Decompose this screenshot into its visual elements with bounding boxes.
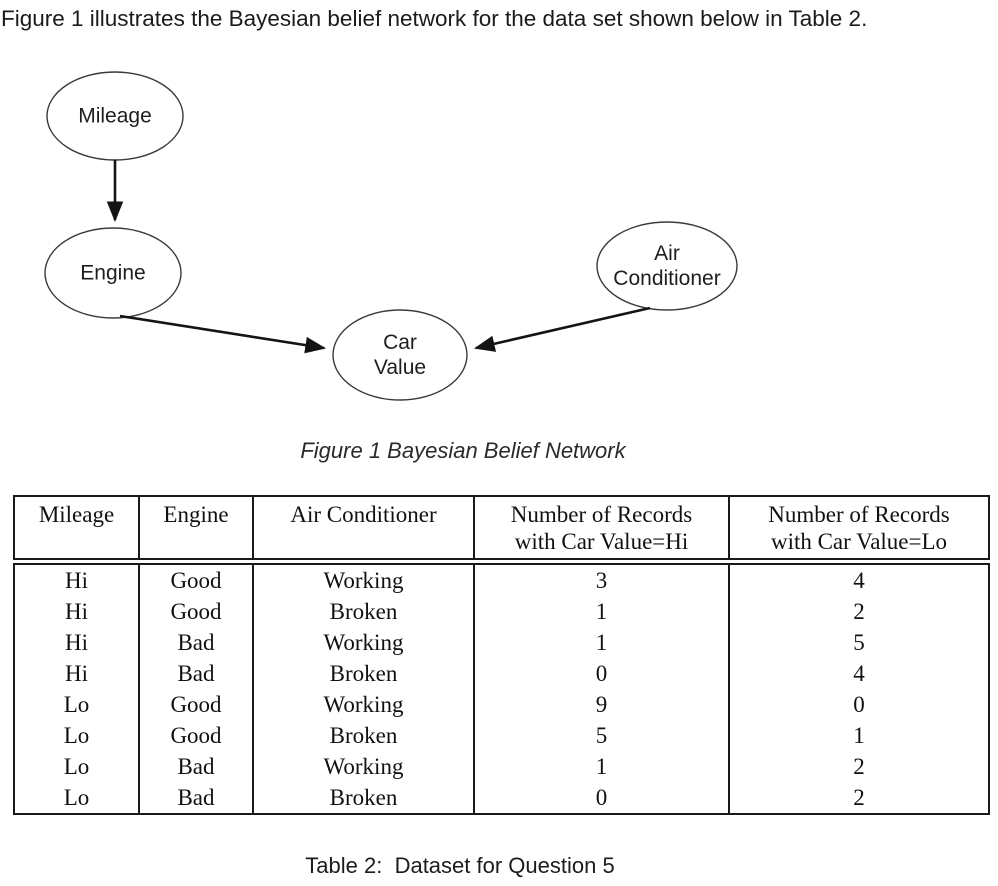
table-caption: Table 2: Dataset for Question 5	[305, 853, 615, 878]
air-conditioner-node-ellipse	[596, 221, 738, 311]
air-conditioner-to-car-value-arrow	[473, 306, 651, 352]
table-cell: Broken	[252, 720, 475, 751]
car-value-node-ellipse	[332, 309, 468, 401]
table-cell: Good	[138, 558, 254, 596]
table-row: Hi Good Working 3 4	[13, 558, 990, 596]
table-cell: 3	[473, 558, 730, 596]
engine-to-car-value-arrow	[119, 314, 327, 354]
table-row: Lo Good Working 9 0	[13, 689, 990, 720]
table-cell: Working	[252, 751, 475, 782]
table-row: Lo Bad Broken 0 2	[13, 782, 990, 814]
table-row: Lo Good Broken 5 1	[13, 720, 990, 751]
table-cell: Broken	[252, 596, 475, 627]
table-cell: Bad	[138, 658, 254, 689]
table-cell: 2	[728, 596, 990, 627]
table-cell: Lo	[13, 782, 140, 814]
node-label-engine: Engine	[80, 261, 146, 285]
table-cell: Hi	[13, 558, 140, 596]
table-cell: 5	[473, 720, 730, 751]
column-header-engine: Engine	[138, 496, 254, 562]
table-row: Hi Bad Working 1 5	[13, 627, 990, 658]
table-header-row: Mileage Engine Air Conditioner Number of…	[13, 496, 990, 562]
table-cell: Bad	[138, 627, 254, 658]
bayesian-network-diagram: Mileage Engine Car Value Air Conditioner	[0, 60, 770, 420]
table-cell: 4	[728, 558, 990, 596]
table-cell: 1	[473, 596, 730, 627]
table-cell: 2	[728, 751, 990, 782]
table-cell: Hi	[13, 627, 140, 658]
table-row: Lo Bad Working 1 2	[13, 751, 990, 782]
table-cell: 0	[473, 658, 730, 689]
table-cell: Bad	[138, 751, 254, 782]
table-cell: Good	[138, 596, 254, 627]
table-cell: 2	[728, 782, 990, 814]
table-cell: Hi	[13, 596, 140, 627]
table-cell: Lo	[13, 689, 140, 720]
network-graph	[44, 71, 738, 401]
table-cell: 1	[728, 720, 990, 751]
table-cell: Lo	[13, 751, 140, 782]
table-cell: 1	[473, 751, 730, 782]
table-cell: Broken	[252, 658, 475, 689]
table-cell: Good	[138, 689, 254, 720]
table-cell: Good	[138, 720, 254, 751]
table-cell: Hi	[13, 658, 140, 689]
table-cell: 5	[728, 627, 990, 658]
column-header-records-hi: Number of Records with Car Value=Hi	[473, 496, 730, 562]
node-label-air-conditioner: Air Conditioner	[613, 242, 721, 290]
column-header-air-conditioner: Air Conditioner	[252, 496, 475, 562]
table-cell: Lo	[13, 720, 140, 751]
table-row: Hi Bad Broken 0 4	[13, 658, 990, 689]
column-header-records-lo: Number of Records with Car Value=Lo	[728, 496, 990, 562]
table-cell: Working	[252, 627, 475, 658]
intro-text: Figure 1 illustrates the Bayesian belief…	[1, 6, 868, 31]
table-cell: 0	[728, 689, 990, 720]
engine-node-ellipse	[44, 227, 182, 319]
table-cell: 0	[473, 782, 730, 814]
table-cell: Working	[252, 558, 475, 596]
node-label-mileage: Mileage	[78, 104, 152, 128]
table-cell: 9	[473, 689, 730, 720]
table-cell: 1	[473, 627, 730, 658]
node-label-car-value: Car Value	[373, 331, 427, 379]
figure-caption: Figure 1 Bayesian Belief Network	[300, 438, 626, 463]
table-cell: 4	[728, 658, 990, 689]
dataset-table: Mileage Engine Air Conditioner Number of…	[13, 495, 990, 815]
table-cell: Working	[252, 689, 475, 720]
column-header-mileage: Mileage	[13, 496, 140, 562]
table-row: Hi Good Broken 1 2	[13, 596, 990, 627]
table-cell: Bad	[138, 782, 254, 814]
table-cell: Broken	[252, 782, 475, 814]
